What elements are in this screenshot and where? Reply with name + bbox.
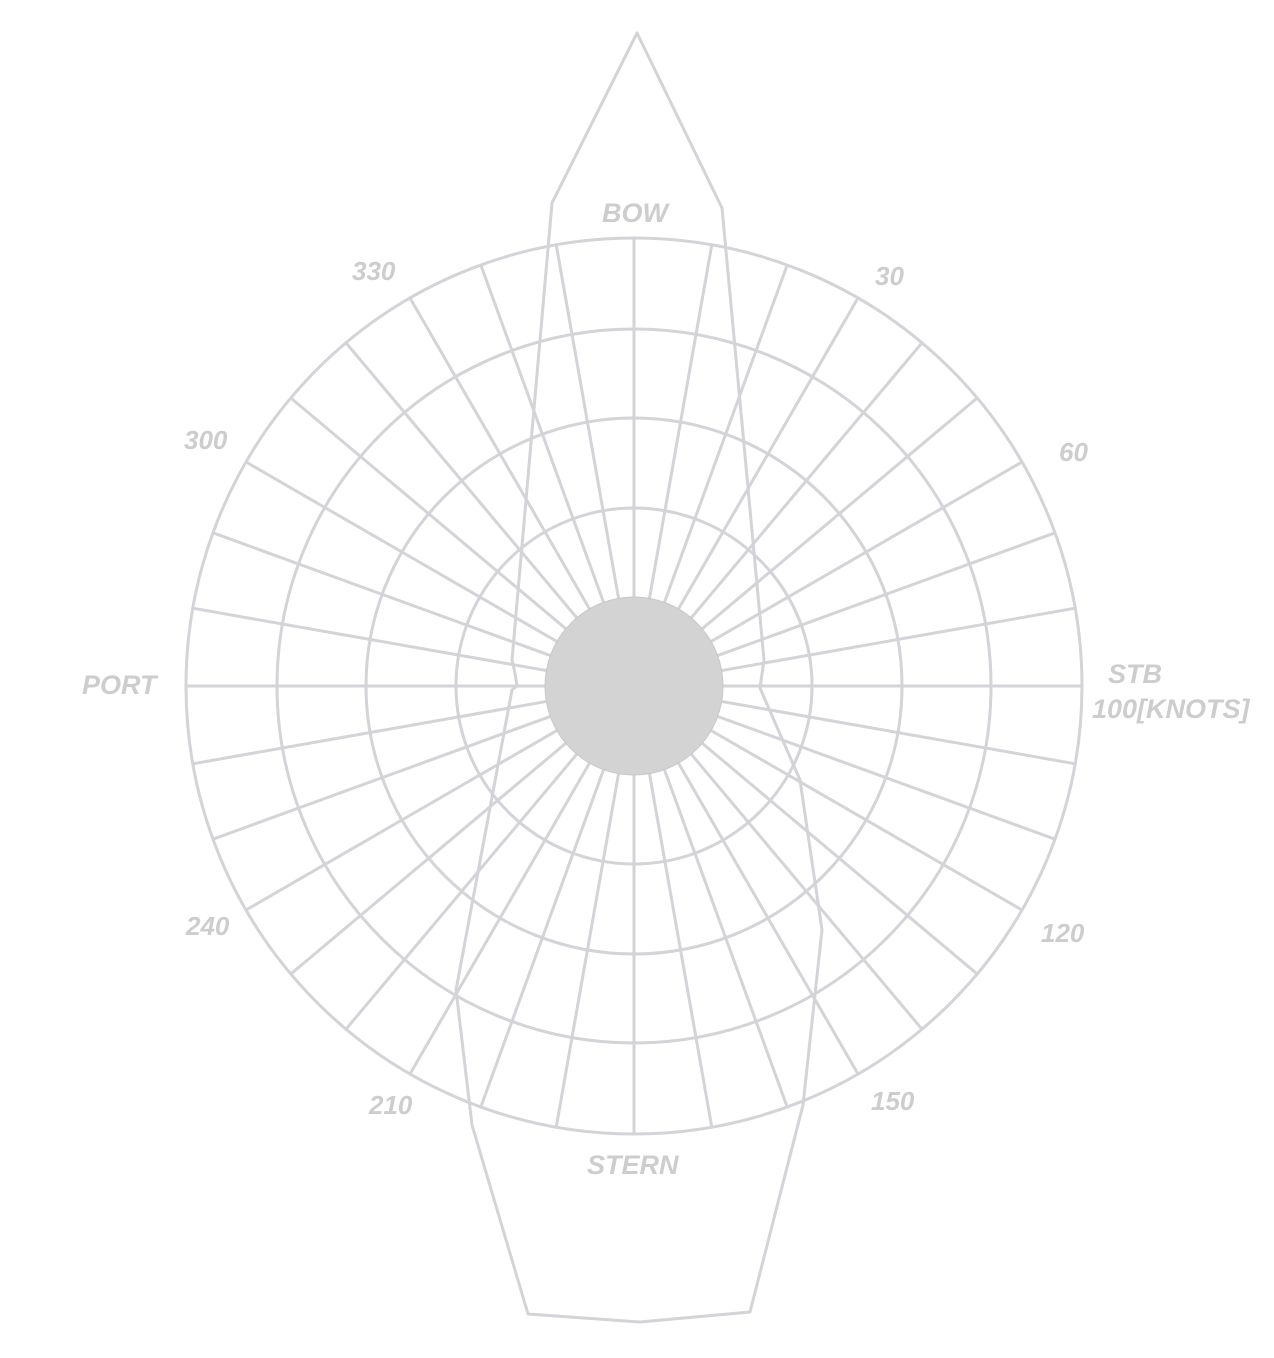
label-scale: 100[KNOTS]	[1092, 694, 1251, 724]
angle-label-300: 300	[184, 425, 228, 455]
label-bow: BOW	[602, 198, 671, 228]
angle-label-210: 210	[368, 1090, 413, 1120]
angle-label-120: 120	[1041, 918, 1085, 948]
angle-label-60: 60	[1059, 437, 1088, 467]
center-hub	[544, 596, 724, 776]
angle-label-240: 240	[185, 911, 230, 941]
angle-label-330: 330	[352, 256, 396, 286]
label-stern: STERN	[587, 1150, 679, 1180]
angle-label-30: 30	[875, 261, 904, 291]
label-port: PORT	[82, 670, 159, 700]
label-stb: STB	[1108, 659, 1162, 689]
angle-label-150: 150	[871, 1086, 915, 1116]
